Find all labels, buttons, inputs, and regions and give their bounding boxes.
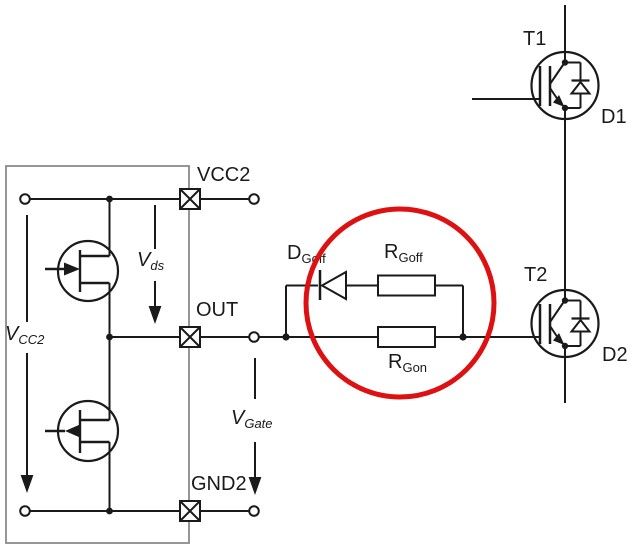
igbt-t1-emitter-arrow-icon <box>553 95 565 107</box>
vgate-arrow <box>248 358 262 495</box>
out-port-label: OUT <box>196 299 239 321</box>
d2-label: D2 <box>602 344 628 366</box>
gnd2-terminal-box <box>179 500 201 522</box>
igbt-t2 <box>530 288 600 359</box>
vcc2-terminal-box <box>179 188 201 210</box>
dgoff-label: DGoff <box>287 242 326 266</box>
vcc2-left-pin <box>19 193 31 205</box>
out-terminal-box <box>179 326 201 348</box>
vcc2-right-pin <box>248 193 260 205</box>
mosfet-high-side-body <box>56 239 120 303</box>
vds-voltage-label: Vds <box>137 249 165 273</box>
rgon-resistor <box>377 326 436 348</box>
t1-label: T1 <box>523 28 547 50</box>
vgate-voltage-label: VGate <box>231 407 273 431</box>
t2-label: T2 <box>524 264 548 286</box>
d1-diode-icon <box>569 80 592 95</box>
mosfet-high-side-leads <box>45 250 110 292</box>
igbt-t2-emitter-arrow-icon <box>553 333 565 345</box>
rgon-label: RGon <box>388 351 428 375</box>
d1-label: D1 <box>601 106 627 128</box>
out-pin <box>248 331 260 343</box>
mosfet-low-side-arrow-icon <box>65 424 80 438</box>
gnd2-port-label: GND2 <box>191 473 247 495</box>
vcc2-voltage-label: VCC2 <box>5 323 45 347</box>
gnd2-left-pin <box>19 505 31 517</box>
driver-ic-outline <box>5 165 190 544</box>
igbt-t1 <box>530 50 600 121</box>
vds-arrow <box>148 205 162 324</box>
mosfet-high-side-arrow-icon <box>64 262 80 276</box>
pin-terminals <box>19 193 260 517</box>
dgoff-diode <box>318 270 347 301</box>
rgoff-resistor <box>377 274 436 297</box>
mosfet-high-side <box>45 239 120 303</box>
vcc2-port-label: VCC2 <box>197 164 251 186</box>
mosfet-low-side <box>45 399 120 463</box>
d2-diode-icon <box>569 318 592 333</box>
rgoff-label: RGoff <box>384 241 423 265</box>
vcc2-arrow <box>20 215 34 493</box>
gnd2-right-pin <box>248 505 260 517</box>
